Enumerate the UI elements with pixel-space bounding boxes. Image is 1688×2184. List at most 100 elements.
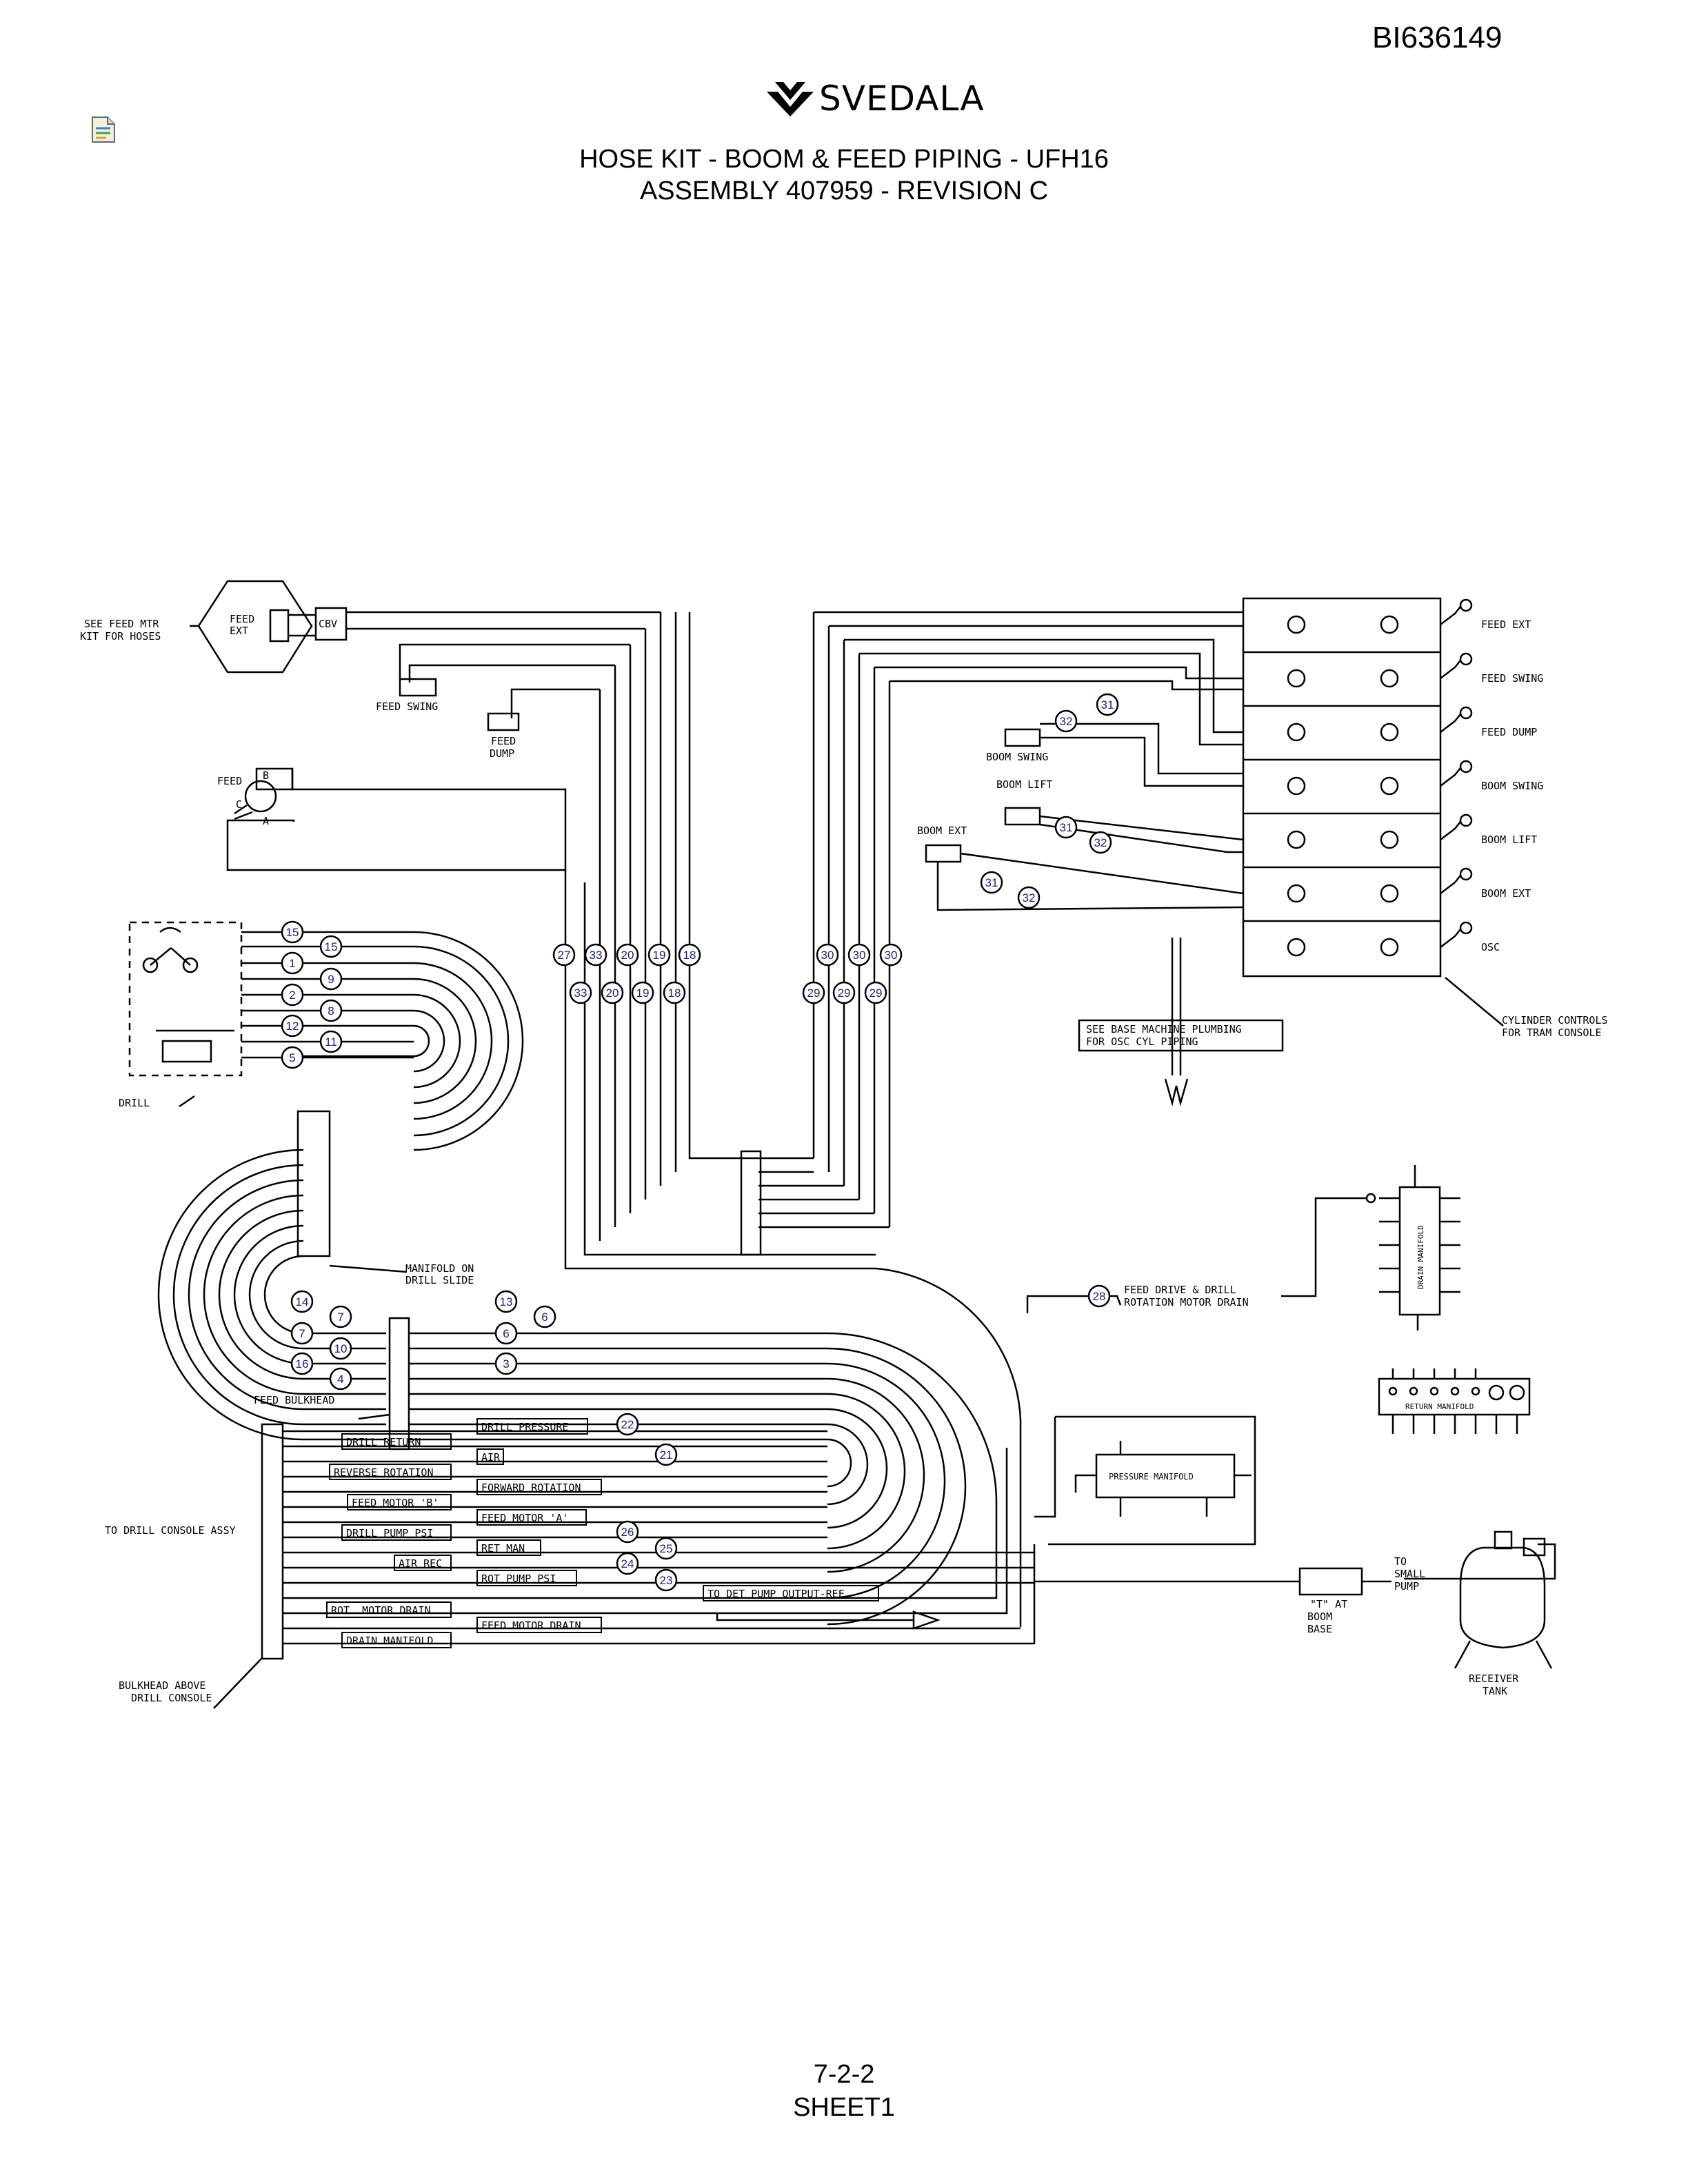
port-b-label: B [263, 769, 269, 782]
vertical-hoses [226, 611, 1022, 1627]
cylinder-controls-label-2: FOR TRAM CONSOLE [1502, 1027, 1602, 1039]
balloon-circle [616, 1552, 639, 1575]
title-line-2: ASSEMBLY 407959 - REVISION C [639, 176, 1049, 205]
feed-drive-label-2: ROTATION MOTOR DRAIN [1124, 1296, 1249, 1308]
balloon-circle [584, 943, 607, 967]
balloon-label: 1 [289, 957, 295, 970]
balloon-label: 3 [503, 1357, 509, 1371]
balloon-label: 25 [660, 1542, 673, 1555]
console-line-air-rec: AIR REC [399, 1557, 442, 1570]
hose-loops-left [241, 931, 524, 1151]
balloon-circle [494, 1352, 518, 1375]
balloon-circle [1087, 1284, 1111, 1308]
console-line-air: AIR [481, 1451, 501, 1464]
balloon-label: 5 [289, 1051, 295, 1064]
control-levers [1440, 598, 1473, 948]
feed-swing-cylinder [399, 678, 437, 697]
to-small-pump-label: TO [1394, 1555, 1407, 1568]
balloon-label: 32 [1023, 891, 1036, 904]
balloon-circle [1017, 886, 1041, 909]
balloon-label: 24 [621, 1557, 634, 1570]
balloon-circle [847, 943, 871, 967]
see-feed-mtr-label-2: KIT FOR HOSES [80, 630, 161, 643]
balloon-circle [290, 1322, 314, 1345]
balloon-label: 32 [1060, 715, 1073, 728]
balloon-circle [281, 1014, 304, 1038]
balloon-circle [1096, 693, 1119, 716]
console-line-drill-return: DRILL RETURN [346, 1436, 421, 1448]
boom-swing-cyl-label: BOOM SWING [986, 751, 1048, 763]
balloon-label: 6 [503, 1327, 509, 1340]
balloon-circle [864, 981, 887, 1004]
return-manifold-label: RETURN MANIFOLD [1405, 1402, 1474, 1411]
drill-label: DRILL [119, 1097, 150, 1109]
balloon-circle [980, 871, 1003, 894]
cbv-box [314, 607, 348, 641]
manifold-on-label: MANIFOLD ON [405, 1262, 474, 1275]
console-line-rot-pump-psi: ROT PUMP PSI [481, 1573, 556, 1585]
bulkhead-above-label-2: DRILL CONSOLE [131, 1692, 212, 1704]
balloon-label: 31 [1060, 821, 1073, 834]
control-label-boom-ext: BOOM EXT [1481, 887, 1531, 900]
balloon-label: 19 [636, 987, 650, 1000]
balloon-label: 20 [621, 949, 634, 962]
drain-manifold-box-label: DRAIN MANIFOLD [1416, 1225, 1425, 1289]
balloon-label: 8 [328, 1004, 334, 1018]
balloon-circle [494, 1322, 518, 1345]
page-number: 7-2-2 [813, 2060, 875, 2089]
right-vertical-hoses [758, 611, 1243, 1228]
receiver-tank-label-2: TANK [1483, 1685, 1507, 1697]
to-small-pump-label-3: PUMP [1394, 1580, 1419, 1593]
feed-ext-motor-valve [269, 609, 290, 643]
control-label-feed-dump: FEED DUMP [1481, 726, 1537, 738]
console-line-drill-pump-psi: DRILL PUMP PSI [346, 1527, 433, 1539]
console-line-drill-pressure: DRILL PRESSURE [481, 1421, 568, 1433]
port-a-label: A [263, 815, 269, 827]
feed-motor-symbol [244, 780, 277, 813]
hose-loops-lower [409, 1332, 998, 1626]
control-ports [1287, 615, 1399, 957]
balloon-label: 31 [1101, 698, 1114, 711]
console-line-feed-motor-a: FEED MOTOR 'A' [481, 1512, 568, 1524]
balloon-circle [319, 999, 343, 1022]
balloon-circle [319, 967, 343, 991]
brand-logo: SVEDALA [765, 74, 985, 123]
pressure-manifold-label: PRESSURE MANIFOLD [1109, 1472, 1194, 1482]
balloon-circle [329, 1367, 352, 1391]
balloon-circle [616, 943, 639, 967]
document-id: BI636149 [1372, 21, 1503, 54]
bulkhead-above-label: BULKHEAD ABOVE [119, 1679, 205, 1692]
balloon-circle [319, 935, 343, 958]
balloon-label: 9 [328, 973, 334, 986]
hose-loops-return [157, 1055, 414, 1441]
balloon-circle [1089, 831, 1112, 854]
document-icon[interactable] [91, 116, 116, 143]
balloon-circle [569, 981, 592, 1004]
balloon-label: 6 [541, 1311, 547, 1324]
cylinder-controls-label: CYLINDER CONTROLS [1502, 1014, 1608, 1027]
balloon-label: 18 [683, 949, 696, 962]
balloon-circle [1054, 816, 1078, 839]
balloon-label: 12 [286, 1020, 299, 1033]
console-line-feed-motor-drain: FEED MOTOR DRAIN [481, 1619, 581, 1632]
balloon-label: 26 [621, 1526, 634, 1539]
feed-dump-cyl-label-2: DUMP [490, 747, 514, 760]
control-label-feed-swing: FEED SWING [1481, 672, 1543, 685]
balloon-label: 32 [1094, 836, 1107, 849]
balloon-circle [552, 943, 576, 967]
balloon-label: 15 [325, 940, 338, 953]
boom-lift-cyl-label: BOOM LIFT [996, 778, 1052, 791]
control-label-boom-lift: BOOM LIFT [1481, 833, 1537, 846]
feed-dump-cylinder [487, 712, 520, 731]
port-c-label: C [236, 798, 242, 811]
balloon-circle [663, 981, 686, 1004]
balloon-circle [290, 1290, 314, 1313]
boom-swing-cylinder [1004, 728, 1041, 747]
cbv-label: CBV [319, 618, 337, 630]
console-line-reverse-rotation: REVERSE ROTATION [334, 1466, 434, 1479]
balloon-circle [631, 981, 654, 1004]
balloon-circle [281, 920, 304, 944]
balloon-label: 28 [1093, 1290, 1106, 1303]
